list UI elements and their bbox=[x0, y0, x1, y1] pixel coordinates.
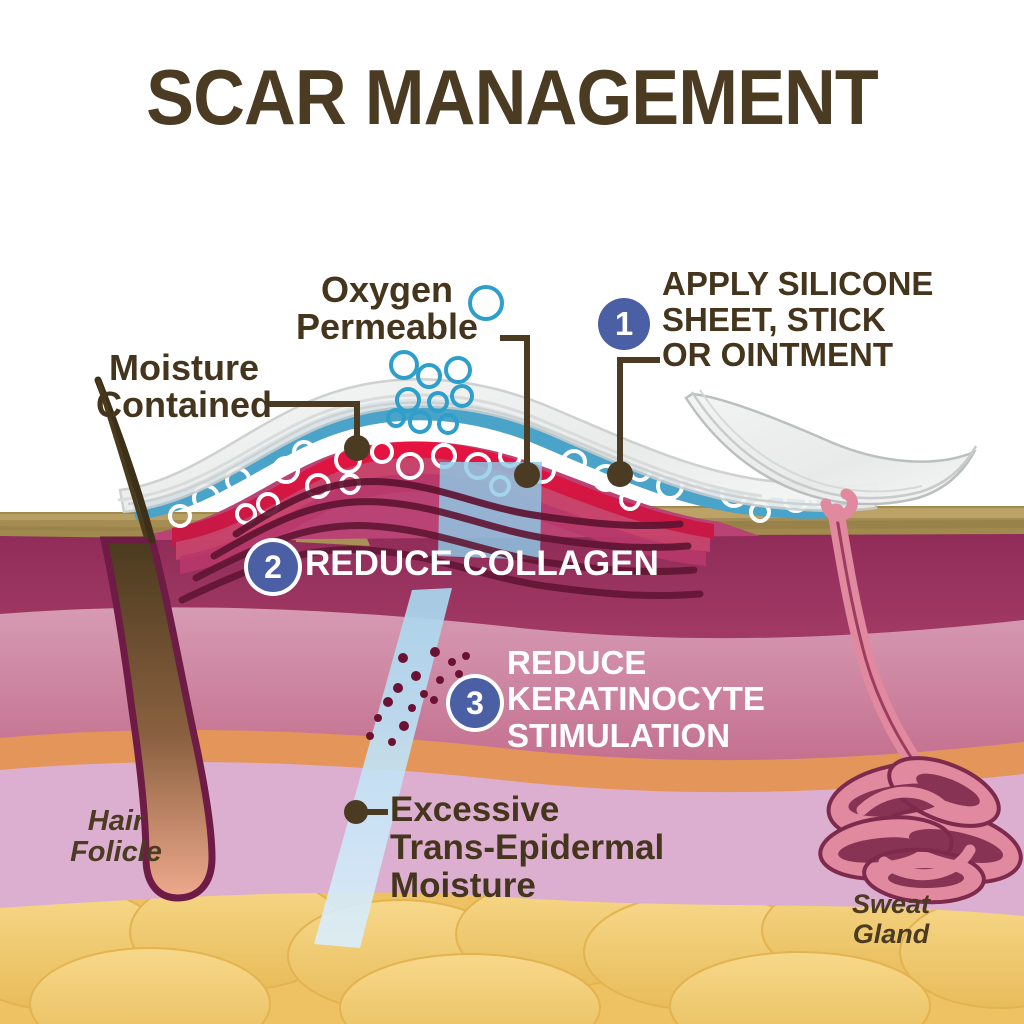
hair-follicle bbox=[94, 376, 216, 902]
label-moisture-contained: Moisture Contained bbox=[96, 347, 272, 425]
step-badge-3: 3 bbox=[450, 678, 500, 728]
papillary-band bbox=[0, 718, 1024, 793]
label-step-3-reduce-keratinocyte-stimulation: REDUCE KERATINOCYTE STIMULATION bbox=[507, 644, 765, 754]
leader-dot-tewl bbox=[344, 800, 368, 824]
label-hair-follicle: Hair Folicle bbox=[70, 805, 162, 869]
step-badge-2: 2 bbox=[248, 542, 298, 592]
leader-dot-moisture bbox=[344, 435, 370, 461]
oxygen-bubbles bbox=[386, 285, 504, 435]
sweat-gland bbox=[818, 488, 1023, 905]
leader-moisture-contained bbox=[268, 401, 360, 440]
leader-dot-oxygen bbox=[514, 462, 540, 488]
page-title: SCAR MANAGEMENT bbox=[146, 53, 879, 141]
dermis-layer bbox=[0, 601, 1024, 761]
label-excessive-trans-epidermal-moisture: Excessive Trans-Epidermal Moisture bbox=[390, 790, 665, 905]
label-sweat-gland: Sweat Gland bbox=[851, 889, 931, 949]
leader-step-1 bbox=[617, 357, 660, 466]
leader-dots bbox=[344, 435, 633, 824]
leader-oxygen-permeable bbox=[500, 335, 530, 468]
leader-dot-step1 bbox=[607, 461, 633, 487]
leader-lines bbox=[268, 335, 660, 815]
step-badge-1: 1 bbox=[598, 298, 650, 350]
keratinocyte-dots bbox=[366, 647, 470, 746]
silicone-sheet-sample bbox=[684, 389, 978, 506]
label-oxygen-permeable: Oxygen Permeable bbox=[295, 269, 479, 347]
label-step-2-reduce-collagen: REDUCE COLLAGEN bbox=[305, 544, 659, 583]
label-step-1-apply-silicone: APPLY SILICONE SHEET, STICK OR OINTMENT bbox=[662, 265, 934, 374]
